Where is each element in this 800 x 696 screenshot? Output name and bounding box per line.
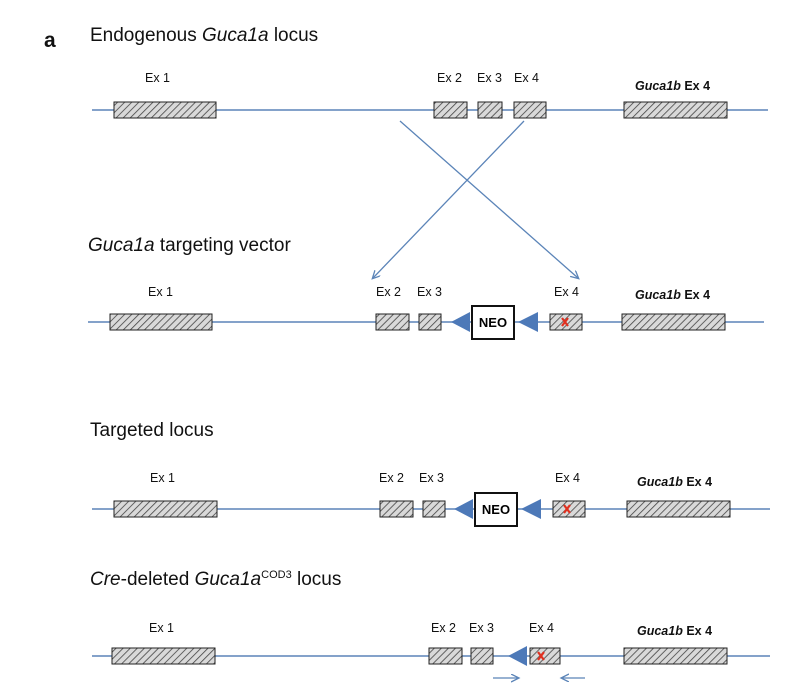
mutation-marker <box>563 504 571 514</box>
exon-2-box <box>379 500 414 518</box>
title-part: COD3 <box>261 569 292 581</box>
mutation-marker <box>561 317 569 327</box>
guca1b-exon-label: Guca1b Ex 4 <box>637 624 713 638</box>
loxp-triangle-left <box>451 312 470 332</box>
loxp-triangle-right <box>518 312 538 332</box>
exon-2-label: Ex 2 <box>376 285 402 299</box>
exon-1-label: Ex 1 <box>148 285 174 299</box>
exon-2-label: Ex 2 <box>431 621 457 635</box>
exon-4-label: Ex 4 <box>555 471 581 485</box>
exon-4-label: Ex 4 <box>554 285 580 299</box>
exon-3-label: Ex 3 <box>469 621 495 635</box>
exon-3-box <box>418 313 442 331</box>
exon-1-label: Ex 1 <box>149 621 175 635</box>
loxp-triangle-left <box>454 499 473 519</box>
title-part: locus <box>291 569 342 590</box>
loxp-triangle <box>508 646 527 666</box>
exon-3-box <box>477 101 503 119</box>
guca1b-exon-4-box <box>623 101 728 119</box>
guca1b-exon-label: Guca1b Ex 4 <box>635 288 711 302</box>
exon-1-label: Ex 1 <box>150 471 176 485</box>
exon-2-box <box>375 313 410 331</box>
guca1b-exon-4-box <box>626 500 731 518</box>
exon-3-label: Ex 3 <box>417 285 443 299</box>
title-part: targeting vector <box>154 235 291 256</box>
exon-3-label: Ex 3 <box>477 71 503 85</box>
exon-3-box <box>470 647 494 665</box>
guca1b-exon-4-box <box>621 313 726 331</box>
title-part: -deleted <box>120 569 195 590</box>
exon-1-box <box>109 313 213 331</box>
exon-2-box <box>428 647 463 665</box>
exon-3-label: Ex 3 <box>419 471 445 485</box>
neo-label: NEO <box>479 315 507 330</box>
panel-label: a <box>44 29 56 52</box>
exon-3-box <box>422 500 446 518</box>
section-title-endogenous: Endogenous Guca1a locus <box>90 26 318 45</box>
neo-cassette <box>471 305 515 340</box>
exon-1-box <box>113 500 218 518</box>
title-part: Guca1a <box>88 235 155 256</box>
title-part: Guca1a <box>194 569 262 590</box>
guca1b-exon-label: Guca1b Ex 4 <box>635 79 711 93</box>
exon-1-box <box>111 647 216 665</box>
guca1b-exon-4-box <box>623 647 728 665</box>
section-title-cre-deleted: Cre-deleted Guca1aCOD3 locus <box>90 569 342 590</box>
exon-4-label: Ex 4 <box>514 71 540 85</box>
title-part: Guca1a <box>202 25 269 46</box>
exon-4-box <box>529 647 561 665</box>
exon-4-box <box>552 500 586 518</box>
exon-1-box <box>113 101 217 119</box>
crossover-line-left <box>373 120 525 278</box>
mutation-marker <box>537 651 545 661</box>
exon-1-label: Ex 1 <box>145 71 171 85</box>
exon-4-label: Ex 4 <box>529 621 555 635</box>
crossover-line-right <box>399 120 578 278</box>
neo-label: NEO <box>482 502 510 517</box>
exon-2-label: Ex 2 <box>437 71 463 85</box>
title-part: Cre <box>90 569 121 590</box>
guca1b-exon-label: Guca1b Ex 4 <box>637 475 713 489</box>
exon-4-box <box>513 101 547 119</box>
exon-2-box <box>433 101 468 119</box>
title-part: Targeted locus <box>90 420 214 441</box>
title-part: locus <box>268 25 319 46</box>
section-title-targeting-vector: Guca1a targeting vector <box>88 236 291 255</box>
loxp-triangle-right <box>521 499 541 519</box>
title-part: Endogenous <box>90 25 202 46</box>
exon-2-label: Ex 2 <box>379 471 405 485</box>
section-title-targeted-locus: Targeted locus <box>90 421 214 440</box>
neo-cassette <box>474 492 518 527</box>
